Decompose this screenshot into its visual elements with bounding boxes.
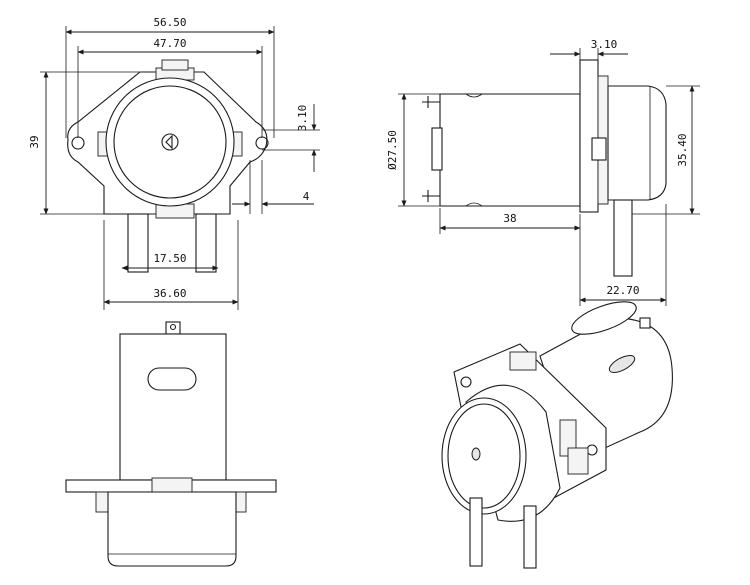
pump-head [105, 77, 235, 207]
dim-flange-offset: 3.10 [296, 105, 309, 132]
dim-hole-pitch: 47.70 [153, 37, 186, 50]
tube-right [195, 213, 217, 273]
dim-body-width: 36.60 [153, 287, 186, 300]
shaft [161, 133, 179, 151]
dim-motor-diameter: Ø27.50 [386, 130, 399, 170]
tube-side [613, 199, 633, 277]
pump-face-iso [441, 397, 527, 515]
pump-head-top [107, 491, 237, 567]
dim-side-flange: 3.10 [591, 38, 618, 51]
dim-height: 39 [28, 135, 41, 148]
tube-left [127, 213, 149, 273]
dim-slot-width: 4 [303, 190, 310, 203]
front-view [40, 26, 320, 310]
motor-body [439, 93, 581, 207]
dim-head-depth: 22.70 [606, 284, 639, 297]
motor-top [119, 333, 227, 481]
dim-overall-width: 56.50 [153, 16, 186, 29]
dim-motor-length: 38 [503, 212, 516, 225]
pump-head-side [607, 85, 667, 201]
dim-tube-spacing: 17.50 [153, 252, 186, 265]
dim-head-height: 35.40 [676, 133, 689, 166]
side-view [398, 48, 700, 306]
top-view [65, 321, 277, 567]
isometric-view [441, 301, 673, 569]
